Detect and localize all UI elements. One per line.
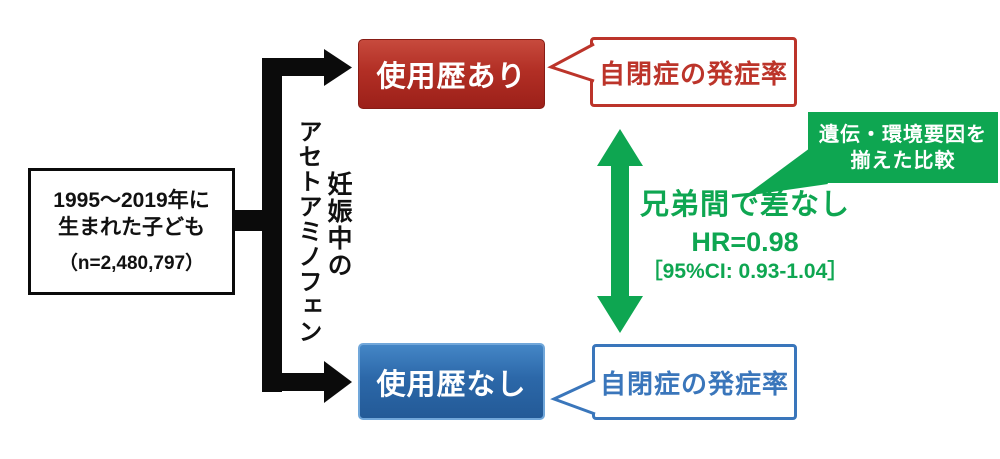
cohort-sample-size: （n=2,480,797） xyxy=(58,252,205,274)
exposed-outcome-label: 自閉症の発症率 xyxy=(598,58,788,89)
arrow-to-exposed-shaft xyxy=(281,58,325,76)
exposure-label-acetaminophen: アセトアミノフェン xyxy=(294,119,321,344)
result-confidence-interval: ［95%CI: 0.93-1.04］ xyxy=(641,260,849,284)
comparison-callout-line-1: 遺伝・環境要因を xyxy=(819,123,987,146)
arrow-to-unexposed-shaft xyxy=(281,373,325,391)
cohort-box: 1995～2019年に 生まれた子ども （n=2,480,797） xyxy=(28,168,235,295)
unexposed-outcome-label: 自閉症の発症率 xyxy=(599,368,789,399)
comparison-double-arrow-icon xyxy=(597,129,643,333)
comparison-callout-line-2: 揃えた比較 xyxy=(850,149,956,172)
branch-vertical-bar xyxy=(262,58,282,392)
arrow-to-unexposed-head xyxy=(324,361,352,403)
cohort-line-1: 1995～2019年に xyxy=(53,189,210,213)
exposed-box: 使用歴あり xyxy=(358,39,545,109)
result-headline: 兄弟間で差なし xyxy=(639,189,850,221)
exposure-label-pregnancy: 妊娠中の xyxy=(324,171,352,279)
unexposed-box: 使用歴なし xyxy=(358,343,545,420)
unexposed-box-label: 使用歴なし xyxy=(376,368,527,401)
exposed-box-label: 使用歴あり xyxy=(376,61,527,93)
unexposed-outcome-bubble: 自閉症の発症率 xyxy=(592,344,797,420)
arrow-to-exposed-head xyxy=(324,49,352,86)
branch-connector xyxy=(235,49,352,403)
result-hazard-ratio: HR=0.98 xyxy=(691,227,799,258)
cohort-line-2: 生まれた子ども xyxy=(58,215,205,239)
comparison-callout: 遺伝・環境要因を 揃えた比較 xyxy=(808,112,998,183)
result-block: 兄弟間で差なし HR=0.98 ［95%CI: 0.93-1.04］ xyxy=(595,189,895,283)
exposed-outcome-bubble: 自閉症の発症率 xyxy=(590,37,797,107)
